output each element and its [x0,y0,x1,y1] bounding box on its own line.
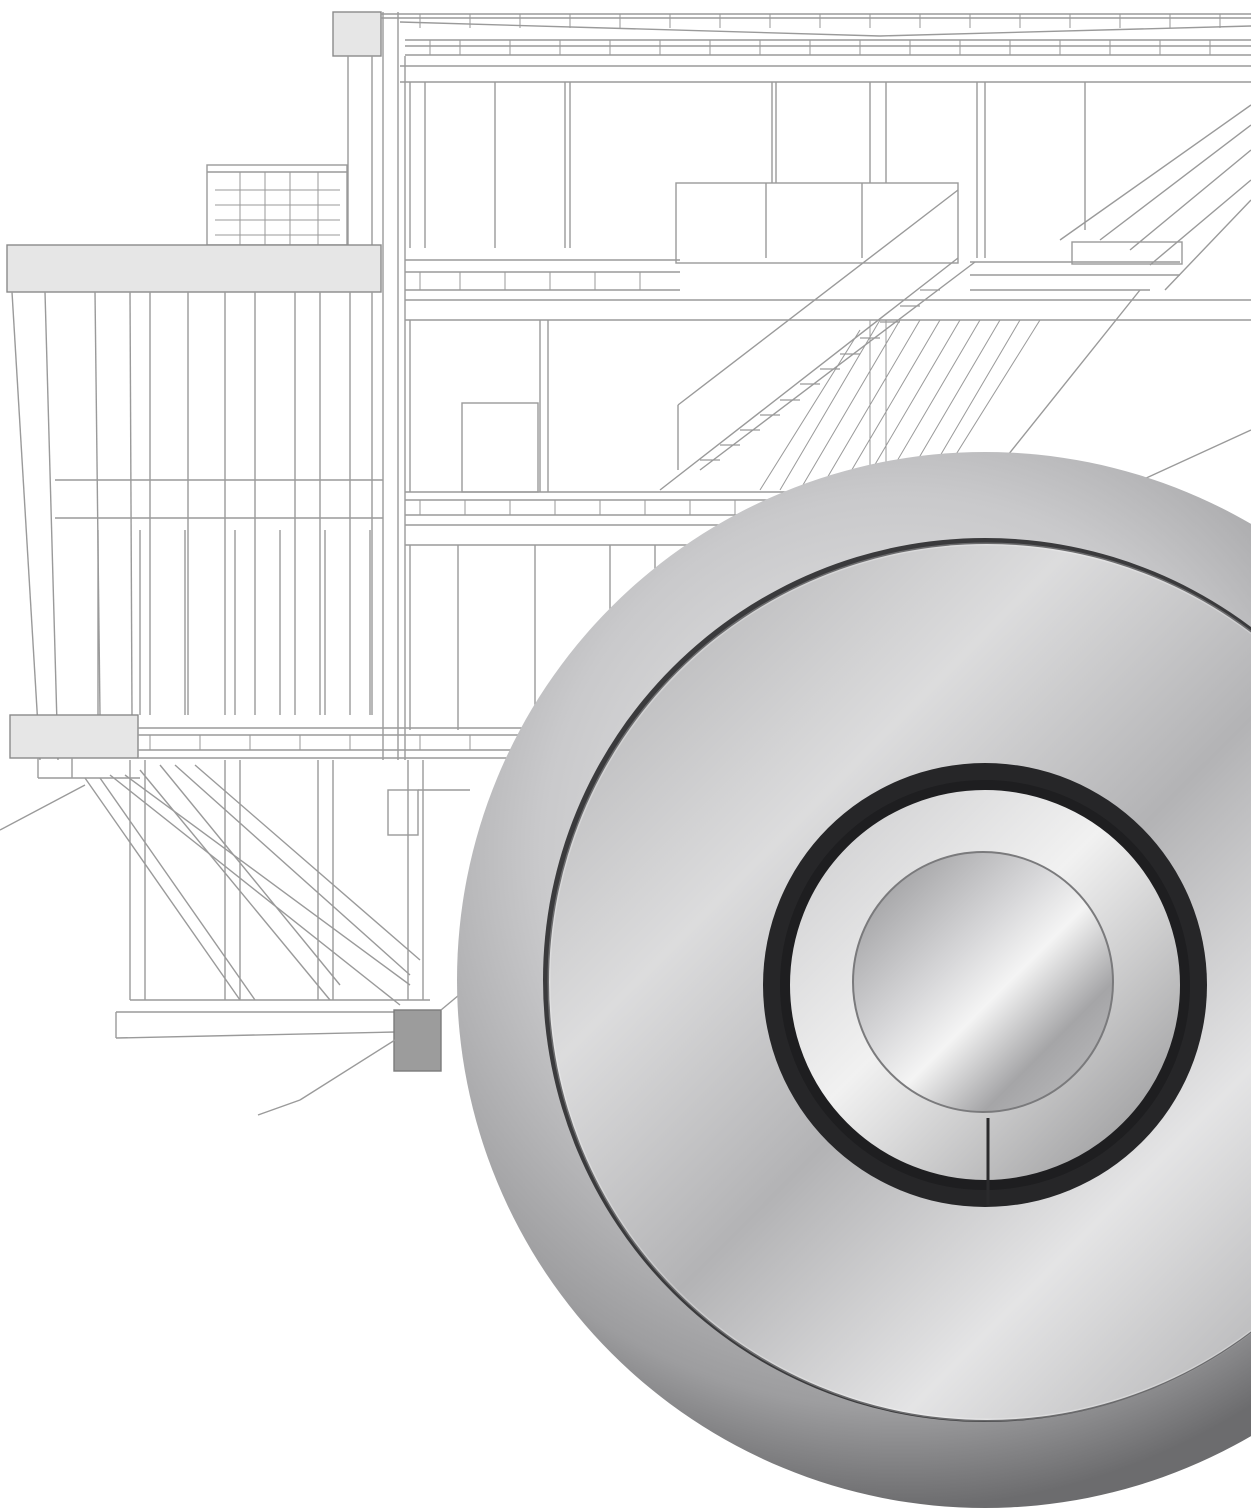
architectural-section-drawing [0,11,1251,1116]
brushed-steel-door-knob [457,452,1251,1508]
